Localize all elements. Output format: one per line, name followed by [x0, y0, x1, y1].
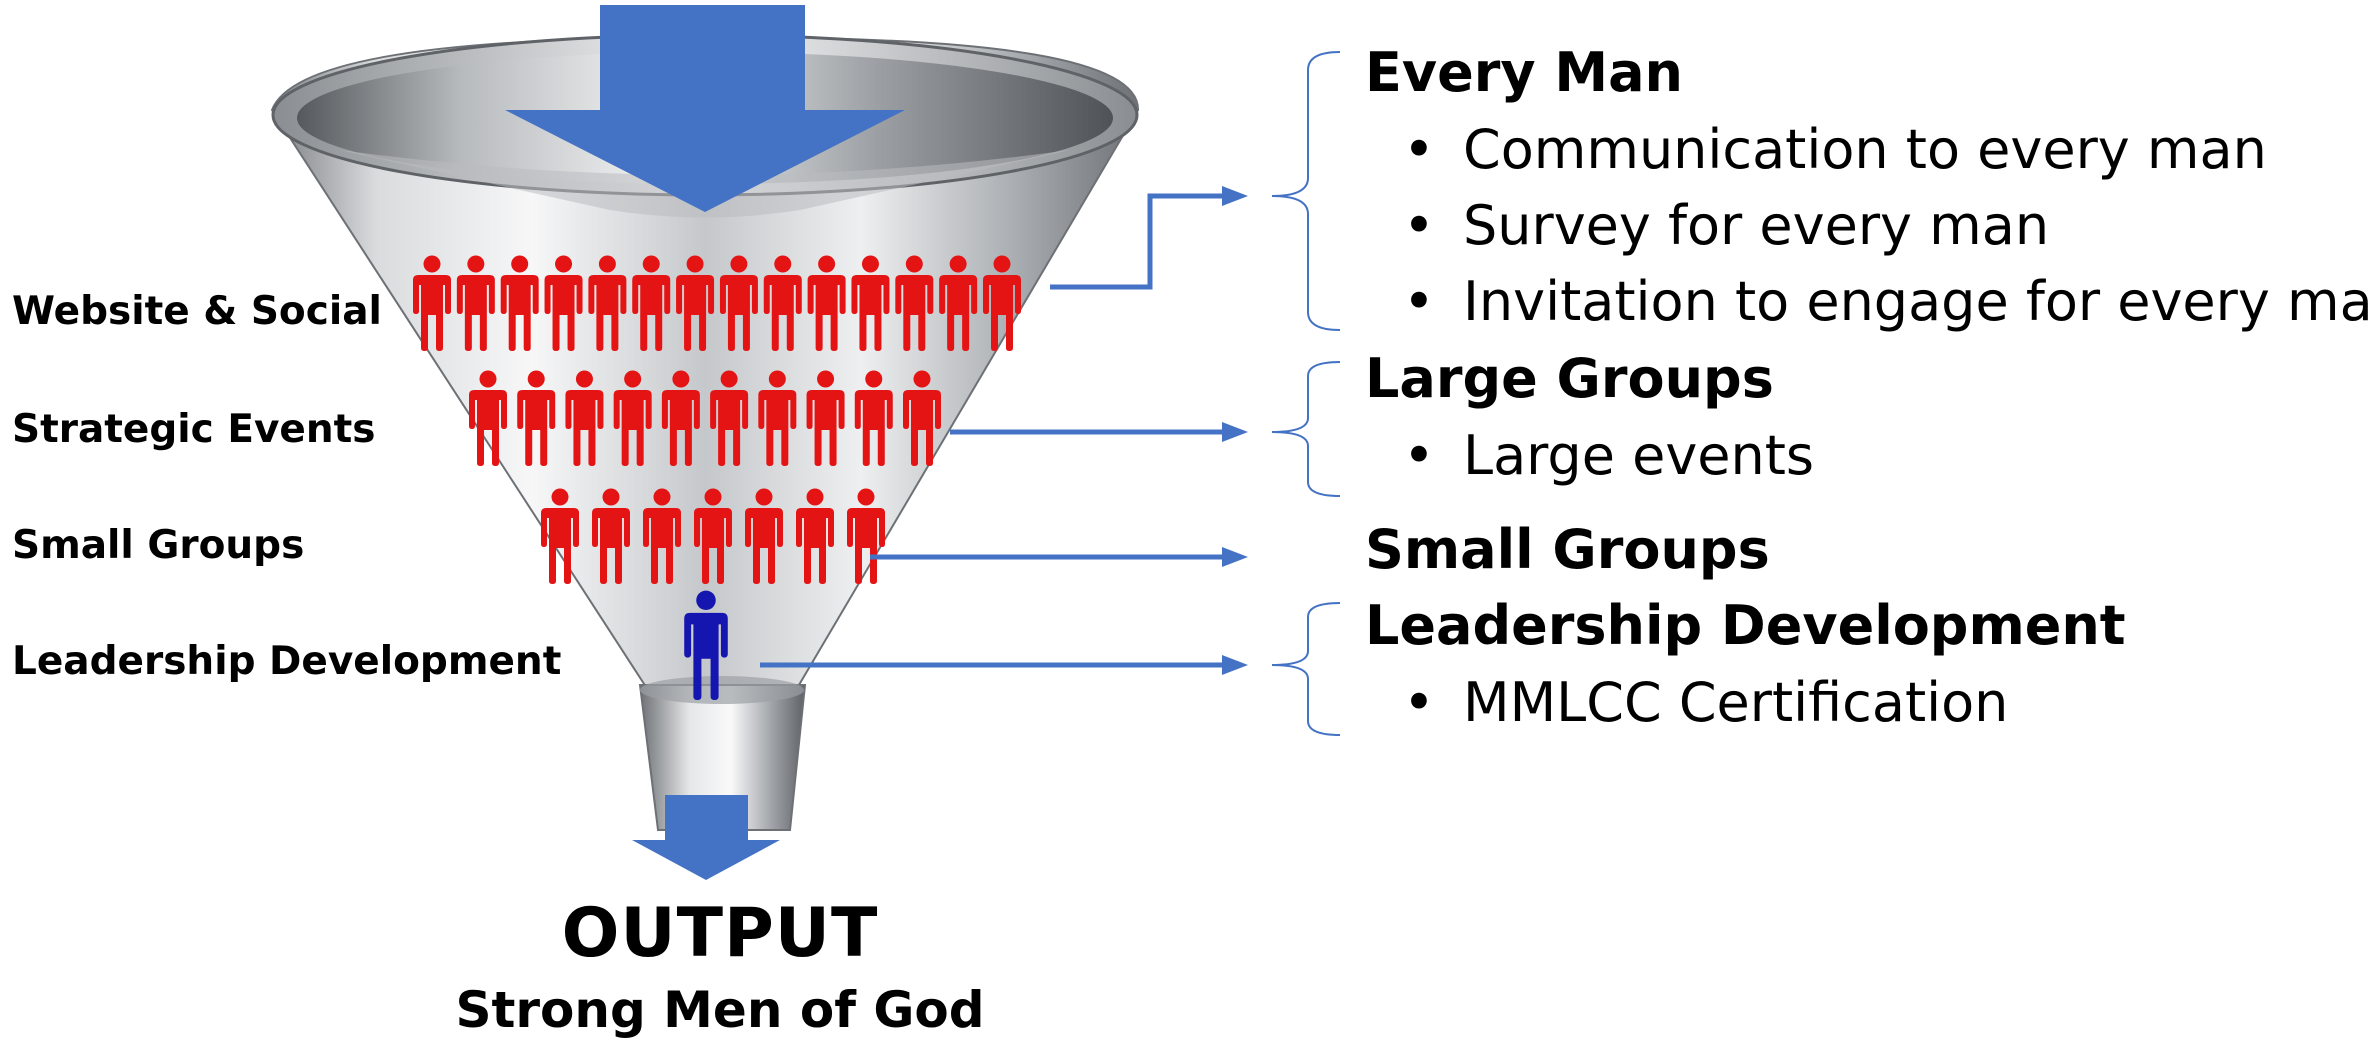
tier-label-leadership-development: Leadership Development [12, 639, 562, 684]
bullet-icon: • [1403, 671, 1435, 734]
braces [1271, 51, 1341, 736]
arrowhead-icon [1222, 547, 1248, 567]
section-heading-every-man: Every Man [1365, 41, 1683, 104]
tier-label-strategic-events: Strategic Events [12, 407, 376, 452]
bullet-text: MMLCC Certification [1463, 671, 2009, 734]
arrowhead-icon [1222, 422, 1248, 442]
bullet-text: Invitation to engage for every man [1463, 270, 2376, 333]
bullet-text: Large events [1463, 424, 1815, 487]
bullet-icon: • [1403, 194, 1435, 257]
tier-label-small-groups: Small Groups [12, 523, 305, 568]
connector-arrow-icon [1050, 193, 1225, 290]
input-arrow-icon [505, 5, 905, 212]
bullet-icon: • [1403, 424, 1435, 487]
bullet-text: Survey for every man [1463, 194, 2050, 257]
bullet-text: Communication to every man [1463, 118, 2267, 181]
brace-icon [1271, 602, 1341, 736]
brace-icon [1271, 361, 1341, 497]
bullet-icon: • [1403, 270, 1435, 333]
brace-icon [1271, 51, 1341, 331]
funnel-neck [640, 676, 804, 704]
section-heading-large-groups: Large Groups [1365, 347, 1774, 410]
output-arrow-icon [632, 795, 780, 880]
tier-label-website-social: Website & Social [12, 289, 382, 334]
arrowhead-icon [1222, 655, 1248, 675]
connector-arrows [760, 193, 1225, 668]
arrowhead-icon [1222, 186, 1248, 206]
bullet-icon: • [1403, 118, 1435, 181]
output-title: OUTPUT [561, 894, 879, 973]
section-heading-leadership-development: Leadership Development [1365, 594, 2126, 657]
connector-arrowheads [1222, 186, 1248, 675]
section-heading-small-groups: Small Groups [1365, 518, 1770, 581]
output-subtitle: Strong Men of God [455, 981, 985, 1039]
